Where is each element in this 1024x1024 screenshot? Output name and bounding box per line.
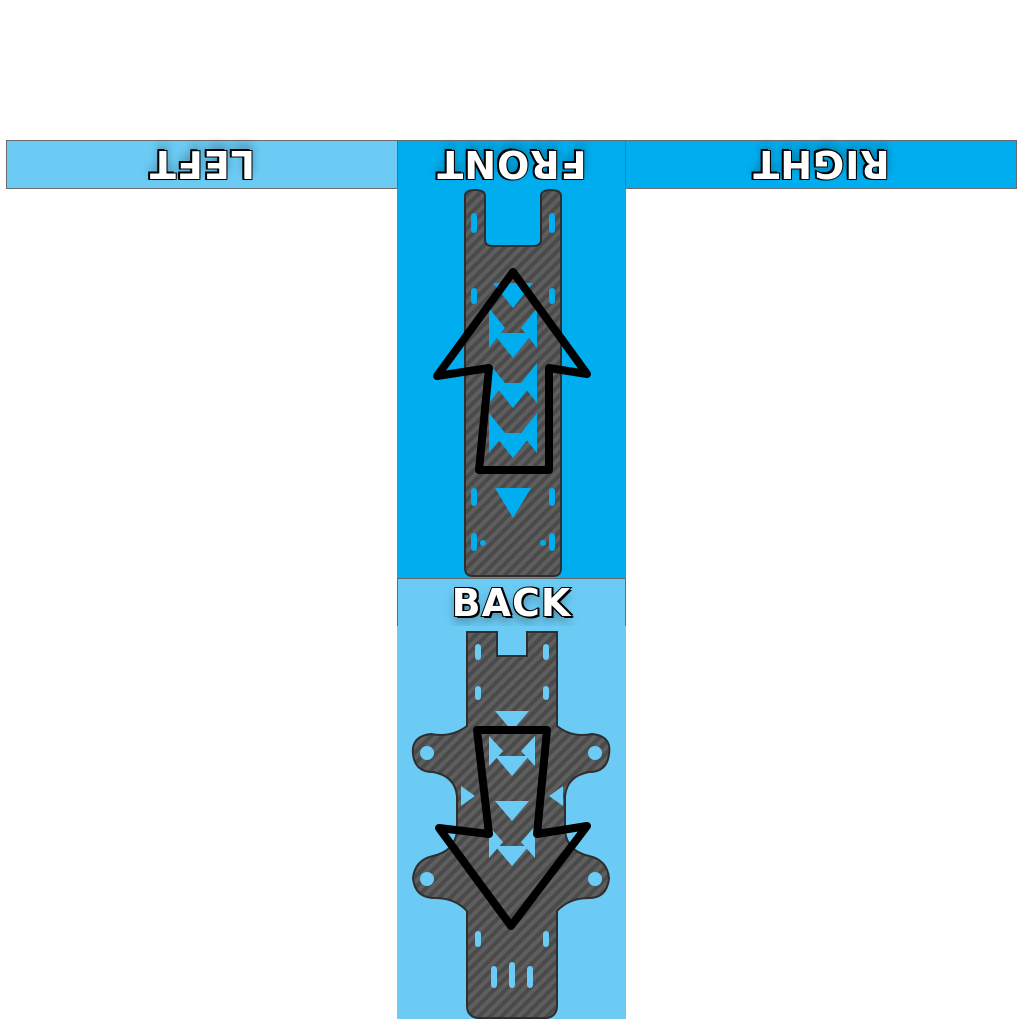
front-plate-drawing [433, 188, 591, 577]
carbon-fiber-top-plate [464, 188, 562, 577]
arrow-down-icon [435, 726, 591, 930]
right-label: RIGHT [751, 142, 890, 188]
left-label: LEFT [148, 142, 256, 188]
right-bar: RIGHT [625, 140, 1017, 189]
back-bar: BACK [397, 578, 626, 627]
back-panel [397, 626, 626, 1019]
back-plate-drawing [411, 631, 611, 1019]
carbon-fiber-bottom-plate [411, 631, 611, 1019]
front-label: FRONT [435, 142, 587, 188]
arrow-up-icon [433, 268, 591, 474]
front-panel [397, 188, 626, 579]
left-bar: LEFT [6, 140, 398, 189]
front-bar: FRONT [397, 140, 626, 189]
back-label: BACK [451, 580, 572, 626]
